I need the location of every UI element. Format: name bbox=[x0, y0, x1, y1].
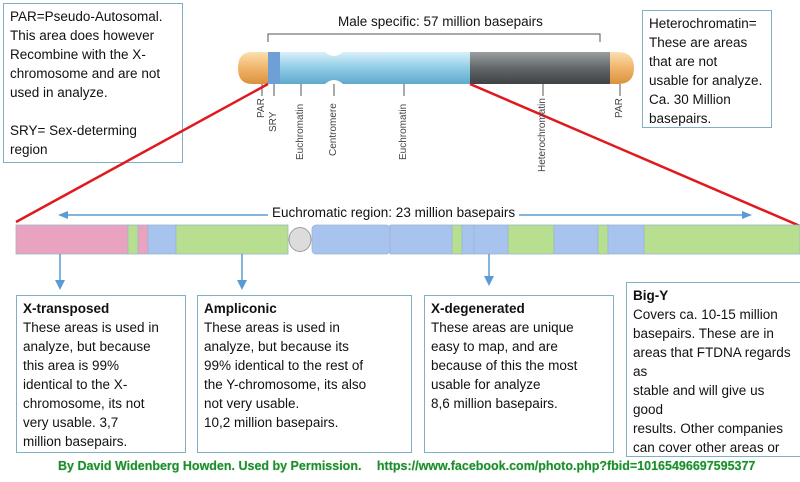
big-y-title: Big-Y bbox=[633, 288, 669, 303]
euchromatic-band bbox=[15, 224, 800, 255]
x-transposed-body: These areas is used in analyze, but beca… bbox=[23, 320, 159, 449]
chromosome-diagram bbox=[15, 33, 800, 290]
x-degenerated-title: X-degenerated bbox=[431, 301, 525, 316]
heterochromatin-segment bbox=[470, 52, 610, 84]
heterochromatin-note-text: Heterochromatin= These are areas that ar… bbox=[649, 16, 763, 126]
label-euchromatin-2: Euchromatin bbox=[398, 103, 409, 160]
x-degenerated-body: These areas are unique easy to map, and … bbox=[431, 320, 578, 411]
male-specific-bracket bbox=[267, 33, 601, 42]
x-degenerated-box: X-degenerated These areas are unique eas… bbox=[424, 295, 614, 453]
label-centromere: Centromere bbox=[328, 103, 339, 156]
euchromatic-arrow-left bbox=[58, 211, 68, 219]
pointer-arrows bbox=[55, 254, 494, 290]
par-note-box: PAR=Pseudo-Autosomal. This area does how… bbox=[3, 3, 183, 163]
par-note-text: PAR=Pseudo-Autosomal. This area does how… bbox=[10, 9, 163, 100]
big-y-body: Covers ca. 10-15 million basepairs. Thes… bbox=[633, 307, 791, 455]
heterochromatin-note-box: Heterochromatin= These are areas that ar… bbox=[642, 10, 772, 128]
label-par-right: PAR bbox=[614, 98, 625, 118]
male-specific-title: Male specific: 57 million basepairs bbox=[338, 14, 543, 29]
euchromatic-arrow-right bbox=[742, 211, 752, 219]
x-transposed-title: X-transposed bbox=[23, 301, 110, 316]
label-heterochromatin: Heterochromatin bbox=[537, 98, 548, 172]
label-euchromatin-1: Euchromatin bbox=[295, 103, 306, 160]
credit-url[interactable]: https://www.facebook.com/photo.php?fbid=… bbox=[376, 459, 756, 473]
par-left-segment bbox=[238, 52, 268, 84]
credit-line: By David Widenberg Howden. Used by Permi… bbox=[58, 459, 767, 473]
euchromatin-segment bbox=[280, 52, 470, 84]
euchromatic-region-label: Euchromatic region: 23 million basepairs bbox=[268, 205, 520, 220]
zoom-line-right bbox=[469, 82, 800, 228]
sry-segment bbox=[268, 52, 280, 84]
zoom-line-left bbox=[15, 82, 269, 224]
ampliconic-box: Ampliconic These areas is used in analyz… bbox=[197, 295, 412, 453]
par-right-segment bbox=[610, 52, 634, 84]
y-chromosome bbox=[238, 52, 634, 84]
credit-author: By David Widenberg Howden. Used by Permi… bbox=[58, 459, 362, 473]
label-sry: SRY bbox=[268, 111, 279, 132]
sry-note-text: SRY= Sex-determing region bbox=[10, 123, 137, 157]
ampliconic-title: Ampliconic bbox=[204, 301, 277, 316]
big-y-box: Big-Y Covers ca. 10-15 million basepairs… bbox=[626, 282, 800, 457]
x-transposed-box: X-transposed These areas is used in anal… bbox=[16, 295, 186, 453]
label-par-left: PAR bbox=[256, 98, 267, 118]
ampliconic-body: These areas is used in analyze, but beca… bbox=[204, 320, 367, 430]
